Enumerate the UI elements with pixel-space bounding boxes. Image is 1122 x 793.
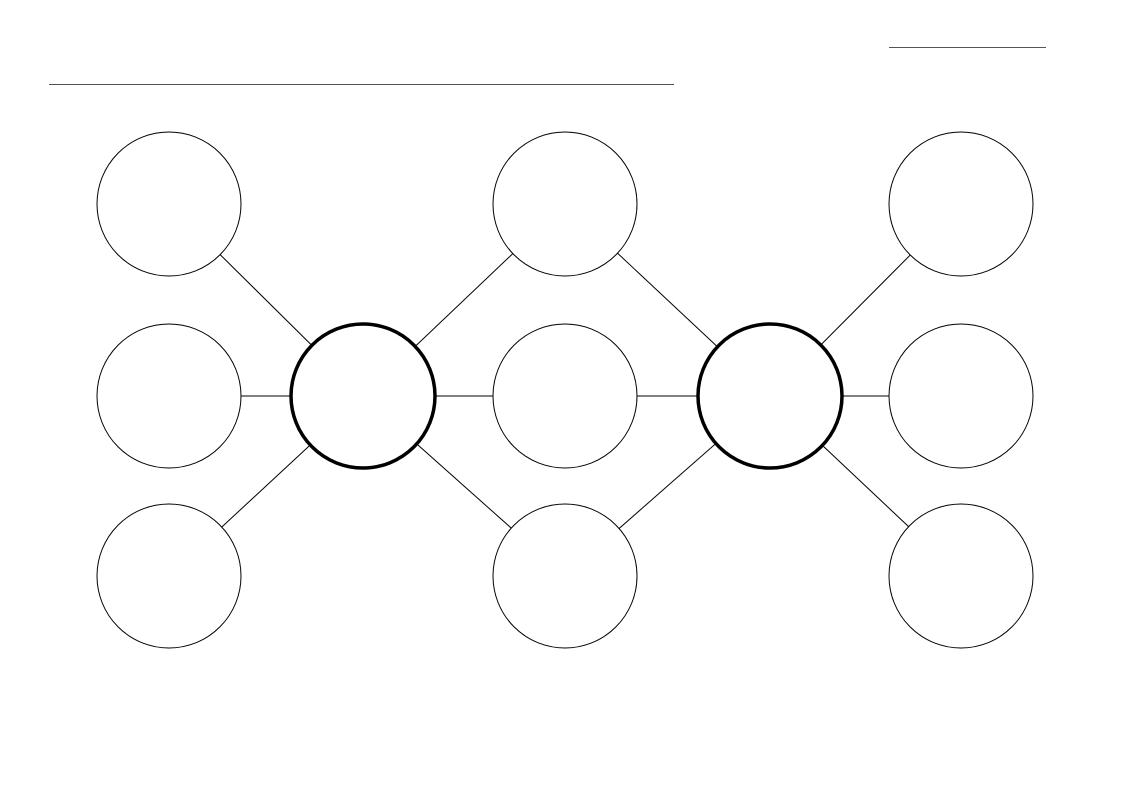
bubble-shared-1 (492, 131, 638, 277)
main-topic-topic-a (289, 322, 437, 470)
bubble-b-only-2 (888, 323, 1034, 469)
bubble-shared-2 (492, 323, 638, 469)
main-topic-circle-topic-b (696, 322, 844, 470)
bubble-circle-a-only-2 (96, 323, 242, 469)
bubble-circle-a-only-3 (96, 503, 242, 649)
bubble-b-only-3 (888, 503, 1034, 649)
date-blank-line (889, 47, 1046, 48)
bubble-b-only-1 (888, 131, 1034, 277)
bubble-circle-shared-2 (492, 323, 638, 469)
bubble-group (96, 131, 1034, 649)
bubble-circle-shared-3 (492, 503, 638, 649)
bubble-circle-b-only-2 (888, 323, 1034, 469)
bubble-shared-3 (492, 503, 638, 649)
bubble-a-only-2 (96, 323, 242, 469)
main-topic-circle-topic-a (289, 322, 437, 470)
name-blank-line (49, 84, 674, 85)
main-topic-topic-b (696, 322, 844, 470)
bubble-circle-b-only-3 (888, 503, 1034, 649)
bubble-circle-shared-1 (492, 131, 638, 277)
bubble-a-only-3 (96, 503, 242, 649)
bubble-circle-b-only-1 (888, 131, 1034, 277)
bubble-a-only-1 (96, 131, 242, 277)
bubble-circle-a-only-1 (96, 131, 242, 277)
